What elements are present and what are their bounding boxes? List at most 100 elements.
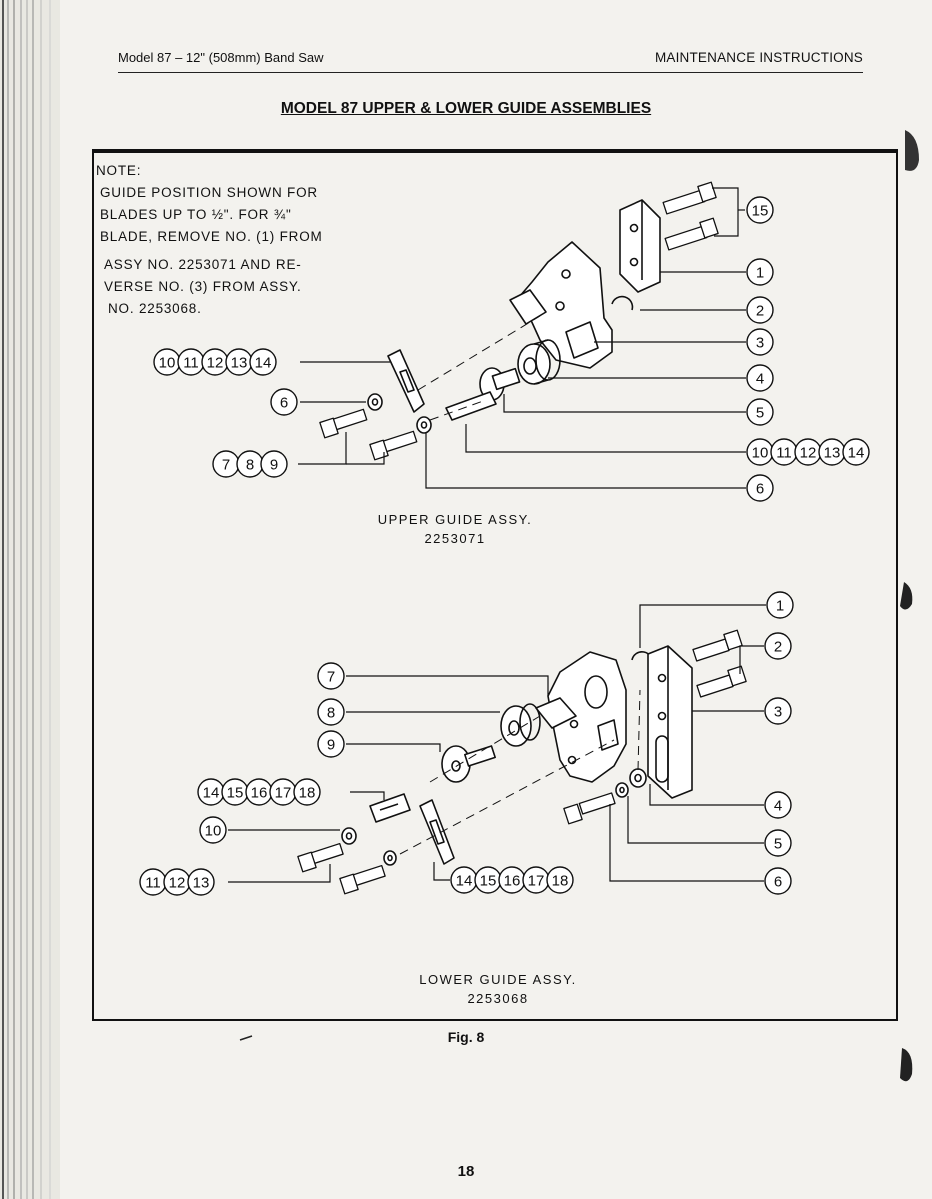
header-model: Model 87 – 12" (508mm) Band Saw	[118, 50, 358, 73]
callout-bubble	[317, 662, 345, 690]
callout-number: 13	[231, 355, 248, 372]
callout-number: 11	[183, 355, 199, 372]
callout-bubble	[764, 791, 792, 819]
page-binding-edge	[0, 0, 60, 1199]
lower-washer-5	[615, 782, 629, 798]
callout-number: 12	[207, 355, 224, 372]
note-line: GUIDE POSITION SHOWN FOR	[100, 185, 318, 200]
callout-l2: 2	[764, 632, 792, 660]
lower-assy-number: 2253068	[467, 991, 529, 1006]
callout-number: 12	[800, 445, 817, 462]
lower-washer-4	[629, 768, 647, 788]
lower-washer-10	[341, 827, 357, 845]
note-line: ASSY NO. 2253071 AND RE-	[104, 257, 302, 272]
callout-bubble	[764, 829, 792, 857]
note-line: BLADES UP TO ½". FOR ¾"	[100, 207, 292, 222]
upper-bearing	[517, 339, 561, 385]
lower-guide-block-b	[419, 799, 455, 865]
callout-number: 2	[756, 303, 764, 320]
callout-number: 16	[251, 785, 268, 802]
lower-eccentric-shaft	[441, 745, 496, 783]
callout-l8: 8	[317, 698, 345, 726]
callout-bubble	[546, 866, 574, 894]
callout-number: 14	[255, 355, 272, 372]
callout-u6l: 6	[270, 388, 298, 416]
callout-number: 2	[774, 639, 782, 656]
callout-number: 15	[480, 873, 497, 890]
lower-caption: LOWER GUIDE ASSY. 2253068	[398, 972, 598, 1006]
callout-number: 18	[299, 785, 316, 802]
assembly-axes	[399, 315, 641, 855]
header-section: MAINTENANCE INSTRUCTIONS	[358, 50, 863, 73]
lower-bearing	[500, 703, 541, 747]
assembly-note: NOTE: GUIDE POSITION SHOWN FOR BLADES UP…	[96, 160, 323, 320]
callout-bubble	[764, 632, 792, 660]
callout-number: 9	[270, 457, 278, 474]
lower-screw-11	[297, 842, 344, 873]
callout-number: 10	[159, 355, 176, 372]
callout-number: 6	[774, 874, 782, 891]
callout-number: 6	[756, 481, 764, 498]
callout-number: 8	[246, 457, 254, 474]
callout-number: 15	[227, 785, 244, 802]
callout-bubble	[764, 697, 792, 725]
callout-number: 17	[275, 785, 292, 802]
callout-number: 1	[756, 265, 764, 282]
callout-number: 13	[824, 445, 841, 462]
callout-l6: 6	[764, 867, 792, 895]
callout-number: 11	[776, 445, 792, 462]
upper-caption: UPPER GUIDE ASSY. 2253071	[360, 512, 550, 546]
lower-guide-bracket	[535, 651, 627, 783]
leader-lines	[228, 187, 766, 883]
callout-number: 3	[756, 335, 764, 352]
callout-bubble	[260, 450, 288, 478]
callout-u10l: 10 11 12 13 14	[153, 348, 277, 376]
callout-u1: 1	[746, 258, 774, 286]
callout-number: 14	[848, 445, 865, 462]
callout-number: 4	[756, 371, 764, 388]
figure-frame	[92, 149, 898, 1021]
note-line: BLADE, REMOVE NO. (1) FROM	[100, 229, 323, 244]
callout-bubble	[764, 867, 792, 895]
upper-eccentric-shaft	[445, 367, 521, 421]
upper-guide-block	[387, 349, 425, 413]
callout-bubble	[746, 328, 774, 356]
callout-number: 1	[776, 598, 784, 615]
callout-bubble	[746, 364, 774, 392]
callout-u15: 15	[746, 196, 774, 224]
callout-l4: 4	[764, 791, 792, 819]
scan-marks	[239, 130, 919, 1082]
callout-l9: 9	[317, 730, 345, 758]
callout-bubble	[746, 258, 774, 286]
upper-screw-15a	[662, 181, 717, 215]
upper-caption-title: UPPER GUIDE ASSY.	[377, 512, 533, 527]
lower-screw-6	[563, 792, 616, 825]
note-line: VERSE NO. (3) FROM ASSY.	[104, 279, 302, 294]
note-line: NO. 2253068.	[108, 301, 202, 316]
callout-l5: 5	[764, 829, 792, 857]
callout-number: 9	[327, 737, 335, 754]
upper-assy-number: 2253071	[424, 531, 486, 546]
lower-screw-3	[696, 665, 747, 698]
callout-number: 3	[774, 704, 782, 721]
callout-number: 6	[280, 395, 288, 412]
callout-number: 7	[222, 457, 230, 474]
callout-number: 8	[327, 705, 335, 722]
lower-screw-2	[692, 629, 743, 662]
callout-number: 15	[752, 203, 769, 220]
callout-number: 5	[756, 405, 764, 422]
page-title: MODEL 87 UPPER & LOWER GUIDE ASSEMBLIES	[280, 100, 652, 117]
callout-number: 16	[504, 873, 521, 890]
note-line: NOTE:	[96, 163, 142, 178]
callout-number: 17	[528, 873, 545, 890]
callout-u4: 4	[746, 364, 774, 392]
callout-number: 13	[193, 875, 210, 892]
page-number: 18	[457, 1163, 475, 1180]
callout-u5: 5	[746, 398, 774, 426]
upper-screw-15b	[664, 217, 719, 251]
callout-bubble	[293, 778, 321, 806]
